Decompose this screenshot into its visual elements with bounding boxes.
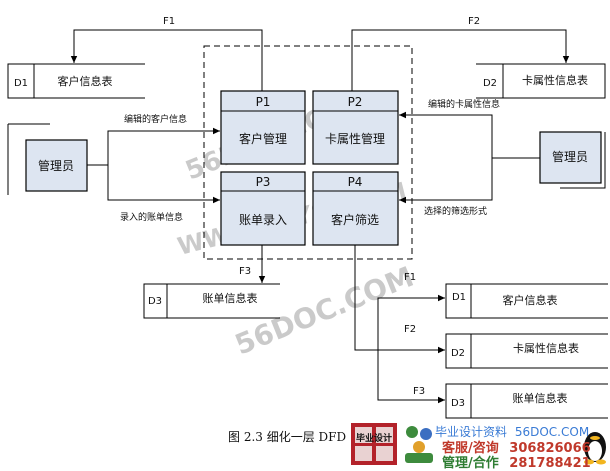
process-p2: P2 卡属性管理 (312, 90, 399, 165)
watermark-site-3: 56DOC.COM (230, 260, 418, 362)
flow-label-f2-out: F2 (404, 324, 416, 335)
footer-line1-label: 客服/咨询 (442, 441, 499, 456)
store-d2-out-id: D2 (451, 348, 465, 359)
store-d1-top-name: 客户信息表 (58, 74, 113, 88)
process-p1-name: 客户管理 (239, 131, 287, 146)
footer-line2-label: 管理/合作 (442, 456, 499, 471)
footer-line-2: 管理/合作 281788421 (442, 452, 591, 471)
store-d2-out: D2 卡属性信息表 (445, 333, 608, 369)
flow-entered-bill (87, 164, 220, 204)
flow-label-entered-bill: 录入的账单信息 (120, 211, 183, 223)
footer-title-text: 毕业设计资料 (435, 425, 508, 439)
store-d3-mid: D3 账单信息表 (143, 283, 280, 319)
footer-site-text: 56DOC.COM (514, 425, 590, 439)
process-p3-id: P3 (256, 175, 271, 189)
process-p2-id: P2 (348, 95, 363, 109)
flow-f1-top (70, 29, 263, 91)
footer-line2-number: 281788421 (509, 456, 591, 471)
store-d1-out-id: D1 (452, 292, 466, 303)
flow-label-f1-out: F1 (404, 272, 416, 283)
store-d1-top-id: D1 (14, 78, 28, 89)
footer-title: 毕业设计资料 56DOC.COM (435, 423, 589, 440)
store-d3-out: D3 账单信息表 (445, 383, 608, 419)
store-d3-out-id: D3 (451, 398, 465, 409)
entity-admin-left-label: 管理员 (38, 158, 74, 173)
flow-label-selected-filter: 选择的筛选形式 (424, 205, 487, 217)
store-d2-top-id: D2 (483, 78, 497, 89)
flow-f2-top (351, 29, 570, 91)
flow-p4-trunk (354, 245, 378, 351)
flow-label-edited-customer: 编辑的客户信息 (124, 113, 187, 125)
store-d3-out-name: 账单信息表 (513, 391, 568, 405)
flows (70, 29, 570, 404)
store-d2-top-name: 卡属性信息表 (522, 73, 588, 87)
store-d1-out: D1 客户信息表 (445, 283, 608, 319)
process-p1-id: P1 (256, 95, 271, 109)
store-d1-out-name: 客户信息表 (503, 293, 558, 307)
flow-label-f3-mid: F3 (239, 266, 251, 277)
process-boundary (203, 45, 413, 260)
store-d3-mid-name: 账单信息表 (203, 291, 258, 305)
flow-label-f2-top: F2 (468, 16, 480, 27)
entity-admin-left: 管理员 (7, 123, 88, 195)
entity-admin-right-label: 管理员 (552, 149, 588, 164)
store-d1-top: D1 客户信息表 (7, 63, 145, 99)
watermark-logo-text: 毕业设计 (356, 432, 392, 444)
process-p3-name: 账单录入 (239, 213, 287, 227)
entity-admin-right: 管理员 (539, 131, 606, 189)
flow-label-edited-card: 编辑的卡属性信息 (428, 98, 500, 110)
flow-selected-filter (399, 158, 493, 204)
process-p4: P4 客户筛选 (312, 171, 399, 246)
watermark-logo: 毕业设计 (351, 423, 397, 465)
flow-label-f3-out: F3 (413, 386, 425, 397)
process-p3: P3 账单录入 (220, 171, 306, 246)
footer-line1-number: 306826066 (509, 441, 591, 456)
people-icon (405, 426, 433, 463)
store-d2-top: D2 卡属性信息表 (476, 63, 606, 99)
store-d2-out-name: 卡属性信息表 (513, 341, 579, 355)
qq-penguin-icon (584, 432, 606, 465)
figure-caption: 图 2.3 细化一层 DFD (228, 430, 347, 444)
process-p4-name: 客户筛选 (331, 212, 379, 227)
process-p1: P1 客户管理 (220, 90, 306, 165)
flow-f1-out (377, 294, 445, 350)
flow-edited-card (399, 111, 540, 159)
footer-line-1: 客服/咨询 306826066 (442, 437, 591, 456)
store-d3-mid-id: D3 (148, 296, 162, 307)
flow-label-f1-top: F1 (163, 16, 175, 27)
flow-f3-out (377, 350, 445, 404)
process-p4-id: P4 (348, 175, 363, 189)
process-p2-name: 卡属性管理 (325, 131, 385, 146)
